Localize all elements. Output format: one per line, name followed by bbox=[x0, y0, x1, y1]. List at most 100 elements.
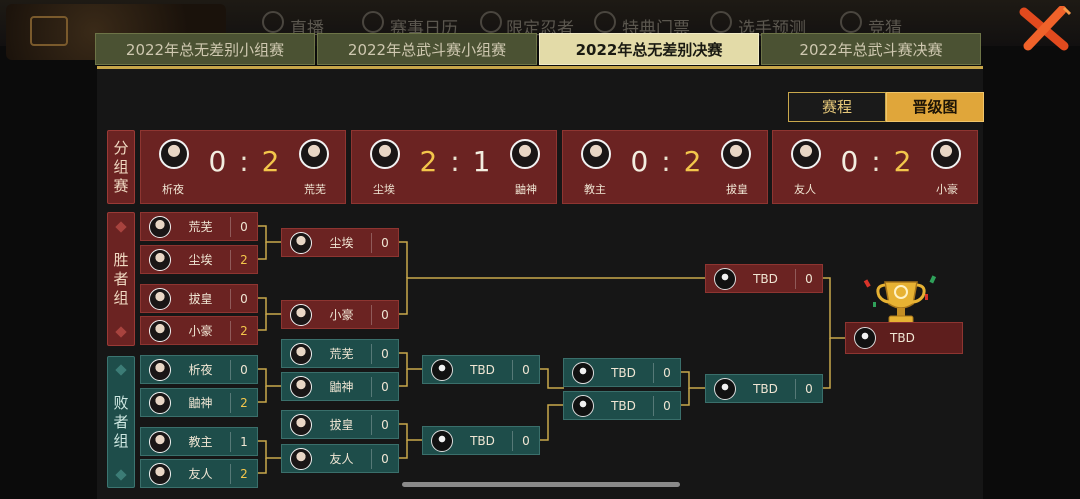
cross-icon bbox=[480, 11, 502, 33]
divider bbox=[512, 359, 513, 380]
winners-bracket-label: 胜者组 bbox=[107, 212, 135, 346]
avatar bbox=[370, 139, 400, 169]
slot-score: 0 bbox=[805, 271, 813, 286]
player-name: 荒芜 bbox=[188, 220, 213, 234]
horizontal-scrollbar[interactable] bbox=[402, 482, 680, 487]
bracket-slot[interactable]: 鼬神 2 bbox=[140, 388, 258, 417]
champion-slot[interactable]: TBD bbox=[845, 322, 963, 354]
player-name: 友人 bbox=[188, 467, 213, 481]
player-name: 鼬神 bbox=[188, 396, 213, 410]
player-name: 鼬神 bbox=[329, 380, 354, 394]
player-name: 析夜 bbox=[162, 183, 184, 196]
player-name: 友人 bbox=[794, 183, 816, 196]
close-icon[interactable] bbox=[1018, 6, 1072, 52]
trophy-icon bbox=[863, 275, 937, 325]
player-name: 教主 bbox=[188, 435, 213, 449]
avatar bbox=[290, 375, 312, 398]
player-name: 拔皇 bbox=[726, 183, 748, 196]
bracket-slot[interactable]: 友人 2 bbox=[140, 459, 258, 488]
divider bbox=[230, 392, 231, 413]
bracket-slot[interactable]: TBD 0 bbox=[422, 355, 540, 384]
bet-icon bbox=[840, 11, 862, 33]
schedule-toggle-button[interactable]: 赛程 bbox=[788, 92, 886, 122]
player-name: 鼬神 bbox=[515, 183, 537, 196]
champion-name: TBD bbox=[890, 331, 915, 345]
divider bbox=[371, 448, 372, 469]
group-stage-label: 分组赛 bbox=[107, 130, 135, 204]
tab-final-open[interactable]: 2022年总无差别决赛 bbox=[539, 33, 759, 65]
avatar bbox=[721, 139, 751, 169]
bracket-slot[interactable]: 鼬神 0 bbox=[281, 372, 399, 401]
slot-score: 2 bbox=[240, 466, 248, 481]
avatar bbox=[149, 248, 171, 271]
avatar bbox=[149, 391, 171, 414]
placeholder-avatar bbox=[572, 361, 594, 384]
player-icon bbox=[710, 11, 732, 33]
group-match-card[interactable]: 2 : 1 尘埃 鼬神 bbox=[351, 130, 557, 204]
divider bbox=[371, 376, 372, 397]
tv-icon bbox=[262, 11, 284, 33]
slot-score: 0 bbox=[663, 365, 671, 380]
group-match-card[interactable]: 0 : 2 教主 拔皇 bbox=[562, 130, 768, 204]
player-name: 拔皇 bbox=[188, 292, 213, 306]
slot-score: 0 bbox=[381, 235, 389, 250]
slot-score: 0 bbox=[240, 362, 248, 377]
placeholder-avatar bbox=[714, 267, 736, 290]
divider bbox=[230, 288, 231, 309]
slot-score: 0 bbox=[522, 433, 530, 448]
player-name: 拔皇 bbox=[329, 418, 354, 432]
group-match-card[interactable]: 0 : 2 友人 小豪 bbox=[772, 130, 978, 204]
slot-score: 1 bbox=[240, 434, 248, 449]
bracket-slot[interactable]: TBD 0 bbox=[563, 358, 681, 387]
match-score: 0 : 2 bbox=[840, 145, 914, 178]
avatar bbox=[149, 430, 171, 453]
avatar bbox=[149, 287, 171, 310]
slot-score: 0 bbox=[381, 307, 389, 322]
divider bbox=[230, 359, 231, 380]
tab-final-fight[interactable]: 2022年总武斗赛决赛 bbox=[761, 33, 981, 65]
tab-group-fight[interactable]: 2022年总武斗赛小组赛 bbox=[317, 33, 537, 65]
group-stage-text: 分组赛 bbox=[113, 138, 129, 195]
avatar bbox=[149, 215, 171, 238]
divider bbox=[230, 431, 231, 452]
placeholder-avatar bbox=[854, 327, 876, 349]
avatar bbox=[149, 462, 171, 485]
player-name: 小豪 bbox=[188, 324, 213, 338]
player-name: TBD bbox=[470, 362, 495, 377]
avatar bbox=[290, 447, 312, 470]
divider bbox=[371, 343, 372, 364]
divider bbox=[371, 304, 372, 325]
avatar bbox=[290, 303, 312, 326]
tab-group-open[interactable]: 2022年总无差别小组赛 bbox=[95, 33, 315, 65]
group-match-card[interactable]: 0 : 2 析夜 荒芜 bbox=[140, 130, 346, 204]
slot-score: 0 bbox=[240, 219, 248, 234]
slot-score: 0 bbox=[381, 379, 389, 394]
slot-score: 2 bbox=[240, 323, 248, 338]
divider bbox=[230, 249, 231, 270]
bracket-toggle-button[interactable]: 晋级图 bbox=[886, 92, 984, 122]
bracket-slot[interactable]: 小豪 2 bbox=[140, 316, 258, 345]
slot-score: 0 bbox=[381, 346, 389, 361]
player-name: TBD bbox=[611, 365, 636, 380]
avatar bbox=[931, 139, 961, 169]
bracket-slot[interactable]: 荒芜 0 bbox=[140, 212, 258, 241]
avatar bbox=[290, 413, 312, 436]
bracket-slot[interactable]: 教主 1 bbox=[140, 427, 258, 456]
slot-score: 2 bbox=[240, 395, 248, 410]
placeholder-avatar bbox=[714, 377, 736, 400]
slot-score: 0 bbox=[522, 362, 530, 377]
avatar bbox=[791, 139, 821, 169]
